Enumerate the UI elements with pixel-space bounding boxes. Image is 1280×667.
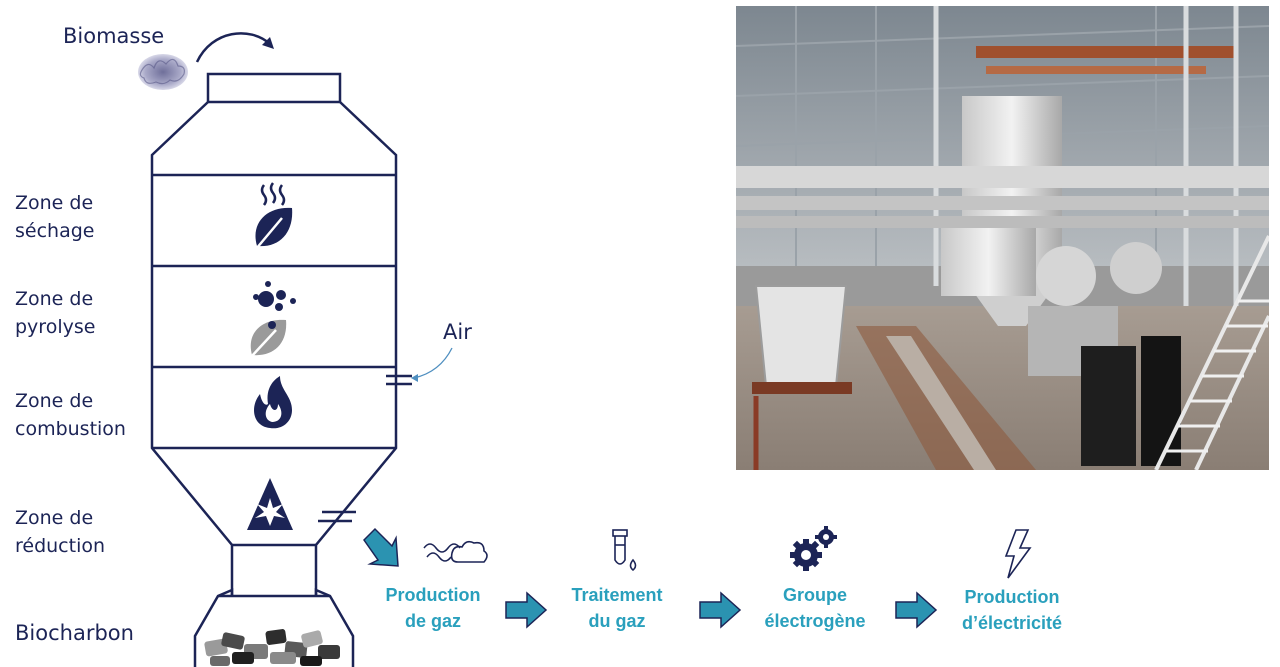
- zone-label-combustion: Zone de combustion: [15, 387, 126, 443]
- zone-label-line: combustion: [15, 418, 126, 440]
- outlet-to-production-arrow: [363, 527, 399, 567]
- plant-photo: [736, 6, 1269, 470]
- step-electricity: Production d’électricité: [942, 584, 1082, 636]
- gears-icon: [790, 526, 837, 571]
- warning-burst-icon: [247, 478, 293, 530]
- zone-label-drying: Zone de séchage: [15, 189, 94, 245]
- step-label-line: électrogène: [764, 611, 866, 631]
- zone-label-line: pyrolyse: [15, 316, 96, 338]
- step-label-line: d’électricité: [961, 613, 1063, 633]
- plant-photo-drawing: [736, 6, 1269, 470]
- gas-outlet: [318, 510, 356, 523]
- flame-icon: [254, 376, 292, 429]
- zone-label-line: Zone de: [15, 390, 94, 412]
- step-arrow-1: [505, 591, 548, 629]
- step-arrow-3: [895, 591, 938, 629]
- bubbles-leaf-icon: [250, 281, 296, 358]
- zone-label-line: réduction: [15, 535, 106, 557]
- lightning-icon: [1004, 529, 1032, 579]
- gas-cloud-icon: [423, 540, 488, 563]
- leaf-steam-icon: [255, 182, 293, 250]
- step-arrow-2: [699, 591, 742, 629]
- test-tube-icon: [612, 529, 637, 572]
- zone-label-line: séchage: [15, 220, 95, 242]
- zone-label-line: Zone de: [15, 192, 94, 214]
- step-label-line: Production: [964, 587, 1060, 607]
- step-label-line: Groupe: [782, 585, 847, 605]
- feed-arrow: [195, 32, 274, 63]
- biomass-label: Biomasse: [63, 24, 165, 48]
- zone-label-reduction: Zone de réduction: [15, 504, 105, 560]
- zone-label-line: Zone de: [15, 288, 94, 310]
- biochar-label: Biocharbon: [15, 621, 134, 645]
- step-label-line: de gaz: [404, 611, 461, 631]
- air-arrow: [413, 347, 453, 379]
- air-inlet: [386, 374, 412, 386]
- step-label-line: du gaz: [588, 611, 646, 631]
- step-label-line: Traitement: [571, 585, 663, 605]
- biochar-pile-icon: [204, 629, 340, 666]
- zone-label-line: Zone de: [15, 507, 94, 529]
- reactor-outline: [150, 72, 398, 667]
- zone-label-pyrolysis: Zone de pyrolyse: [15, 285, 95, 341]
- step-gas-treatment: Traitement du gaz: [547, 582, 687, 634]
- step-label-line: Production: [385, 585, 481, 605]
- step-gas-production: Production de gaz: [363, 582, 503, 634]
- step-generator: Groupe électrogène: [745, 582, 885, 634]
- air-arrowhead: [411, 374, 418, 382]
- air-label: Air: [443, 320, 472, 344]
- biomass-pile-icon: [138, 54, 188, 90]
